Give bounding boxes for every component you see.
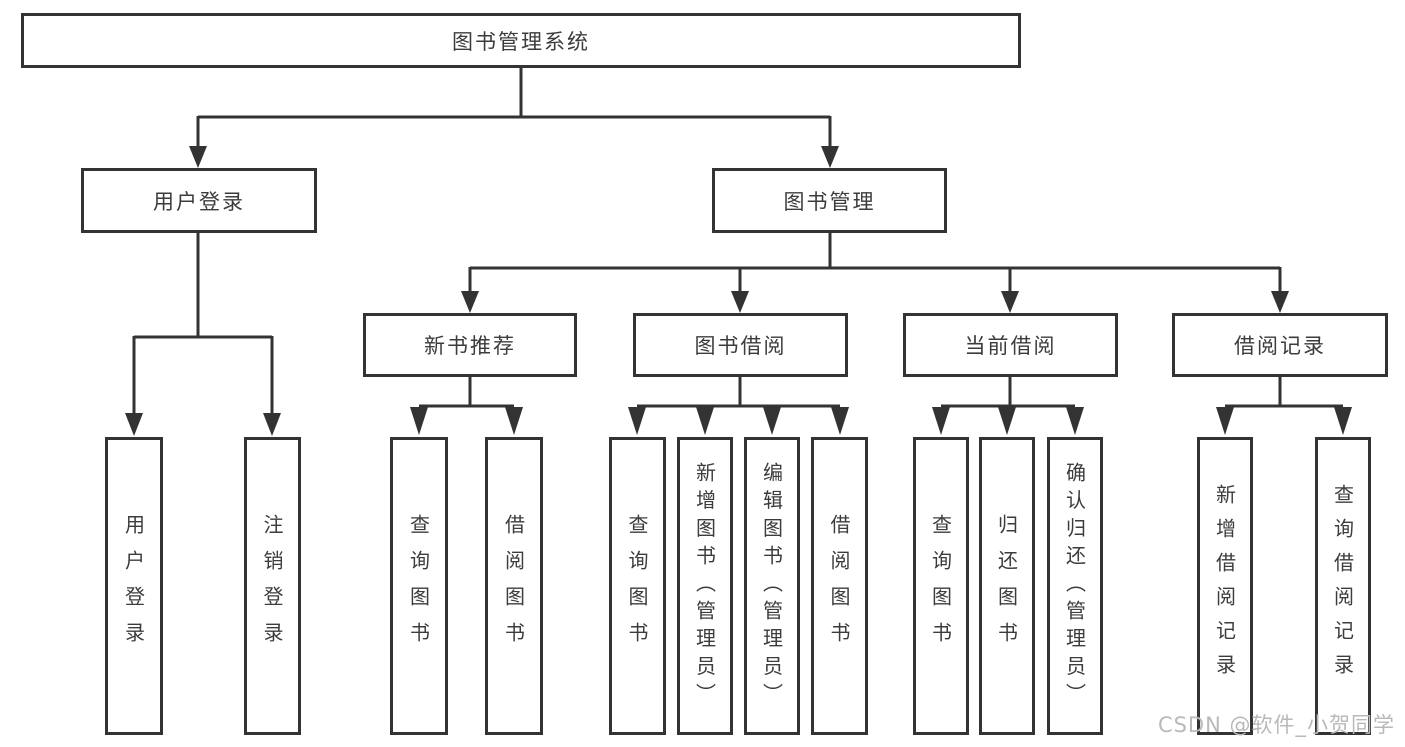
leaf-borrow-add-books-admin-label: 新增图书（管理员） — [692, 461, 717, 711]
leaf-borrow-add-books-admin: 新增图书（管理员） — [677, 437, 733, 735]
leaf-current-return-books-label: 归还图书 — [994, 514, 1019, 658]
leaf-user-login: 用户登录 — [105, 437, 163, 735]
node-book-management-label: 图书管理 — [783, 189, 876, 214]
leaf-borrow-query-books-label: 查询图书 — [625, 514, 649, 658]
leaf-borrow-edit-books-admin: 编辑图书（管理员） — [744, 437, 800, 735]
leaf-current-return-books: 归还图书 — [979, 437, 1035, 735]
leaf-records-add-record: 新增借阅记录 — [1197, 437, 1253, 735]
node-root: 图书管理系统 — [21, 13, 1021, 68]
leaf-borrow-query-books: 查询图书 — [609, 437, 666, 735]
leaf-records-query-record: 查询借阅记录 — [1315, 437, 1371, 735]
leaf-user-login-label: 用户登录 — [121, 514, 146, 658]
leaf-borrow-edit-books-admin-label: 编辑图书（管理员） — [759, 461, 784, 711]
leaf-recommend-query-books: 查询图书 — [390, 437, 448, 735]
node-current-borrow: 当前借阅 — [903, 313, 1118, 377]
leaf-recommend-borrow-books: 借阅图书 — [485, 437, 543, 735]
node-current-borrow-label: 当前借阅 — [964, 334, 1057, 358]
node-user-login: 用户登录 — [81, 168, 317, 233]
leaf-recommend-query-books-label: 查询图书 — [406, 514, 431, 658]
leaf-records-query-record-label: 查询借阅记录 — [1330, 484, 1355, 688]
leaf-records-add-record-label: 新增借阅记录 — [1212, 484, 1237, 688]
node-book-management: 图书管理 — [712, 168, 947, 233]
leaf-borrow-borrow-books: 借阅图书 — [811, 437, 868, 735]
leaf-current-query-books-label: 查询图书 — [928, 514, 953, 658]
node-book-borrow: 图书借阅 — [633, 313, 848, 377]
node-book-borrow-label: 图书借阅 — [694, 334, 787, 358]
node-borrow-records-label: 借阅记录 — [1234, 334, 1326, 358]
leaf-current-confirm-return-admin: 确认归还（管理员） — [1047, 437, 1103, 735]
leaf-current-confirm-return-admin-label: 确认归还（管理员） — [1062, 461, 1087, 711]
leaf-current-query-books: 查询图书 — [913, 437, 969, 735]
leaf-borrow-borrow-books-label: 借阅图书 — [827, 514, 851, 658]
node-new-book-recommend: 新书推荐 — [363, 313, 577, 377]
node-user-login-label: 用户登录 — [153, 189, 245, 214]
node-borrow-records: 借阅记录 — [1172, 313, 1388, 377]
node-new-book-recommend-label: 新书推荐 — [424, 334, 516, 358]
leaf-logout: 注销登录 — [244, 437, 301, 735]
leaf-recommend-borrow-books-label: 借阅图书 — [501, 514, 526, 658]
watermark: CSDN @软件_小贺同学 — [1157, 713, 1395, 737]
leaf-logout-label: 注销登录 — [260, 514, 284, 658]
node-root-label: 图书管理系统 — [452, 29, 590, 54]
